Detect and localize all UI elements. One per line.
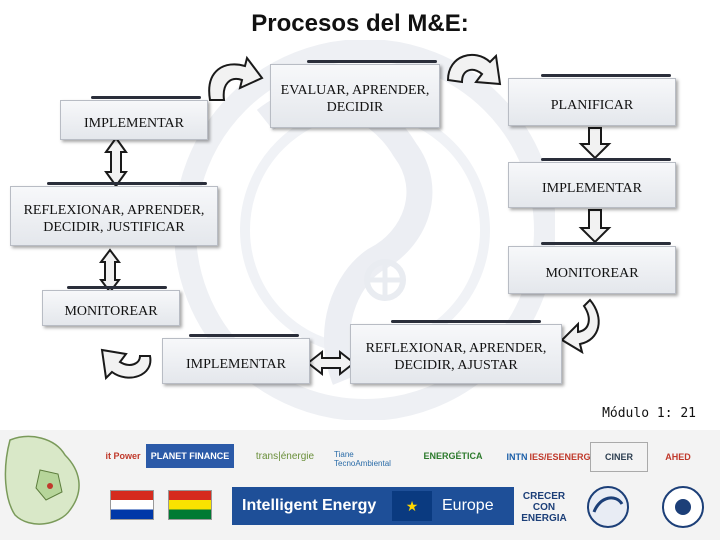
cinergia-logo: CINER — [590, 442, 648, 472]
curved-arrow-icon — [560, 298, 600, 355]
box-implementar-bottom: ... IMPLEMENTAR — [162, 328, 310, 384]
itpower-logo: it Power — [105, 451, 141, 461]
box-monitorear-left: ... MONITOREAR — [42, 280, 180, 326]
tte-logo: Tiane TecnoAmbiental — [334, 450, 391, 468]
double-arrow-horizontal-icon — [306, 349, 356, 377]
box-monitorear-right: ... MONITOREAR — [508, 236, 676, 294]
curved-arrow-icon — [100, 348, 152, 381]
double-arrow-vertical-icon — [104, 136, 128, 188]
map-icon — [4, 435, 80, 525]
crecer-con-energia-logo: CRECER CON ENERGIA — [521, 490, 567, 524]
ahed-logo: AHED — [665, 452, 691, 462]
ies-logo: IES/ESENERG — [529, 452, 591, 462]
crecer-emblem-icon — [587, 486, 629, 528]
paraguay-flag-icon — [110, 490, 154, 520]
transenergie-logo: trans|énergie — [255, 450, 315, 462]
box-planificar: ... PLANIFICAR — [508, 68, 676, 126]
round-emblem-icon — [662, 486, 704, 528]
down-arrow-icon — [578, 127, 612, 160]
page-title: Procesos del M&E: — [251, 10, 469, 37]
intn-logo: INTN — [506, 452, 528, 462]
bolivia-flag-icon — [168, 490, 212, 520]
curved-arrow-icon — [446, 53, 502, 86]
eu-stars-icon: ★ — [392, 491, 432, 521]
box-implementar-top-left: ... IMPLEMENTAR — [60, 90, 208, 140]
curved-arrow-icon — [208, 55, 264, 101]
module-caption: Módulo 1: 21 — [602, 406, 696, 421]
down-arrow-icon — [578, 209, 612, 244]
box-implementar-right: ... IMPLEMENTAR — [508, 152, 676, 208]
double-arrow-vertical-icon — [99, 248, 121, 294]
box-evaluar: ... EVALUAR, APRENDER, DECIDIR — [270, 54, 440, 128]
energetica-logo: ENERGÉTICA — [423, 451, 483, 461]
box-reflexionar-ajustar: ... REFLEXIONAR, APRENDER, DECIDIR, AJUS… — [350, 314, 562, 384]
intelligent-energy-europe-banner: Intelligent Energy ★ Europe — [232, 487, 514, 525]
planet-finance-logo: PLANET FINANCE — [146, 444, 234, 468]
box-reflexionar-justificar: ... REFLEXIONAR, APRENDER, DECIDIR, JUST… — [10, 176, 218, 246]
